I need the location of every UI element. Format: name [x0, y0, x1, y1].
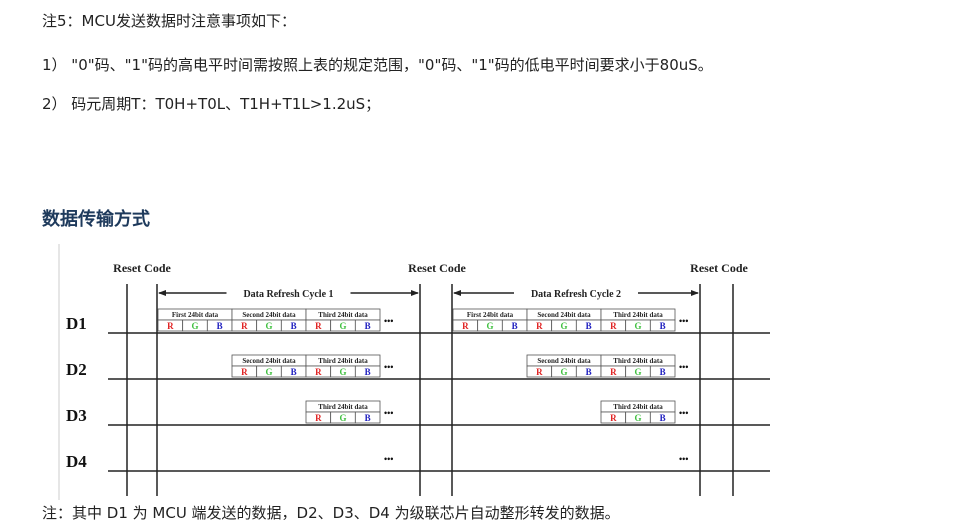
channel-cell: [354, 319, 381, 332]
block-label: Third 24bit data: [613, 357, 663, 365]
channel-r: R: [315, 321, 322, 331]
ellipsis: •••: [384, 454, 393, 464]
block-label: Third 24bit data: [613, 311, 663, 319]
channel-r: R: [536, 367, 543, 377]
channel-r: R: [241, 367, 248, 377]
ellipsis: •••: [384, 362, 393, 372]
ellipsis: •••: [679, 362, 688, 372]
channel-g: G: [486, 321, 493, 331]
block-label: Second 24bit data: [242, 311, 296, 319]
channel-g: G: [634, 413, 641, 423]
arrow-head-left: [453, 290, 461, 296]
channel-g: G: [339, 321, 346, 331]
block-label: Third 24bit data: [318, 357, 368, 365]
channel-r: R: [241, 321, 248, 331]
block-label: Third 24bit data: [318, 403, 368, 411]
channel-b: B: [365, 413, 371, 423]
channel-r: R: [536, 321, 543, 331]
row-label-d2: D2: [66, 360, 87, 379]
block-label: Third 24bit data: [613, 403, 663, 411]
block-label: Second 24bit data: [537, 311, 591, 319]
channel-b: B: [660, 413, 666, 423]
ellipsis: •••: [679, 408, 688, 418]
channel-r: R: [610, 367, 617, 377]
channel-g: G: [265, 367, 272, 377]
block-label: First 24bit data: [172, 311, 219, 319]
channel-b: B: [660, 367, 666, 377]
row-label-d1: D1: [66, 314, 87, 333]
block-label: First 24bit data: [467, 311, 514, 319]
row-label-d4: D4: [66, 452, 87, 471]
channel-cell: [649, 411, 676, 424]
channel-b: B: [365, 367, 371, 377]
note-item-2: 2） 码元周期T：T0H+T0L、T1H+T1L>1.2uS；: [42, 95, 381, 113]
channel-r: R: [315, 367, 322, 377]
section-heading: 数据传输方式: [42, 209, 150, 230]
arrow-head-left: [158, 290, 166, 296]
channel-b: B: [512, 321, 518, 331]
channel-r: R: [610, 413, 617, 423]
arrow-head-right: [691, 290, 699, 296]
channel-b: B: [586, 367, 592, 377]
channel-b: B: [660, 321, 666, 331]
channel-g: G: [634, 367, 641, 377]
arrow-head-right: [411, 290, 419, 296]
reset-code-label: Reset Code: [690, 261, 748, 275]
footnote: 注：其中 D1 为 MCU 端发送的数据，D2、D3、D4 为级联芯片自动整形转…: [42, 504, 620, 522]
channel-cell: [354, 365, 381, 378]
row-label-d3: D3: [66, 406, 87, 425]
reset-code-label: Reset Code: [408, 261, 466, 275]
ellipsis: •••: [384, 408, 393, 418]
channel-g: G: [339, 413, 346, 423]
channel-r: R: [462, 321, 469, 331]
block-label: Second 24bit data: [242, 357, 296, 365]
channel-b: B: [291, 367, 297, 377]
channel-g: G: [560, 367, 567, 377]
channel-g: G: [339, 367, 346, 377]
reset-code-label: Reset Code: [113, 261, 171, 275]
block-label: Second 24bit data: [537, 357, 591, 365]
ellipsis: •••: [384, 316, 393, 326]
channel-r: R: [610, 321, 617, 331]
channel-cell: [649, 365, 676, 378]
note-item-1: 1） "0"码、"1"码的高电平时间需按照上表的规定范围，"0"码、"1"码的低…: [42, 56, 713, 74]
channel-r: R: [167, 321, 174, 331]
channel-b: B: [291, 321, 297, 331]
channel-b: B: [365, 321, 371, 331]
block-label: Third 24bit data: [318, 311, 368, 319]
channel-b: B: [217, 321, 223, 331]
ellipsis: •••: [679, 316, 688, 326]
channel-g: G: [560, 321, 567, 331]
note-title: 注5：MCU发送数据时注意事项如下：: [42, 12, 296, 30]
channel-cell: [354, 411, 381, 424]
channel-g: G: [634, 321, 641, 331]
channel-r: R: [315, 413, 322, 423]
ellipsis: •••: [679, 454, 688, 464]
channel-g: G: [265, 321, 272, 331]
channel-cell: [649, 319, 676, 332]
cycle-label: Data Refresh Cycle 1: [243, 289, 333, 300]
cycle-label: Data Refresh Cycle 2: [531, 289, 621, 300]
channel-g: G: [191, 321, 198, 331]
channel-b: B: [586, 321, 592, 331]
